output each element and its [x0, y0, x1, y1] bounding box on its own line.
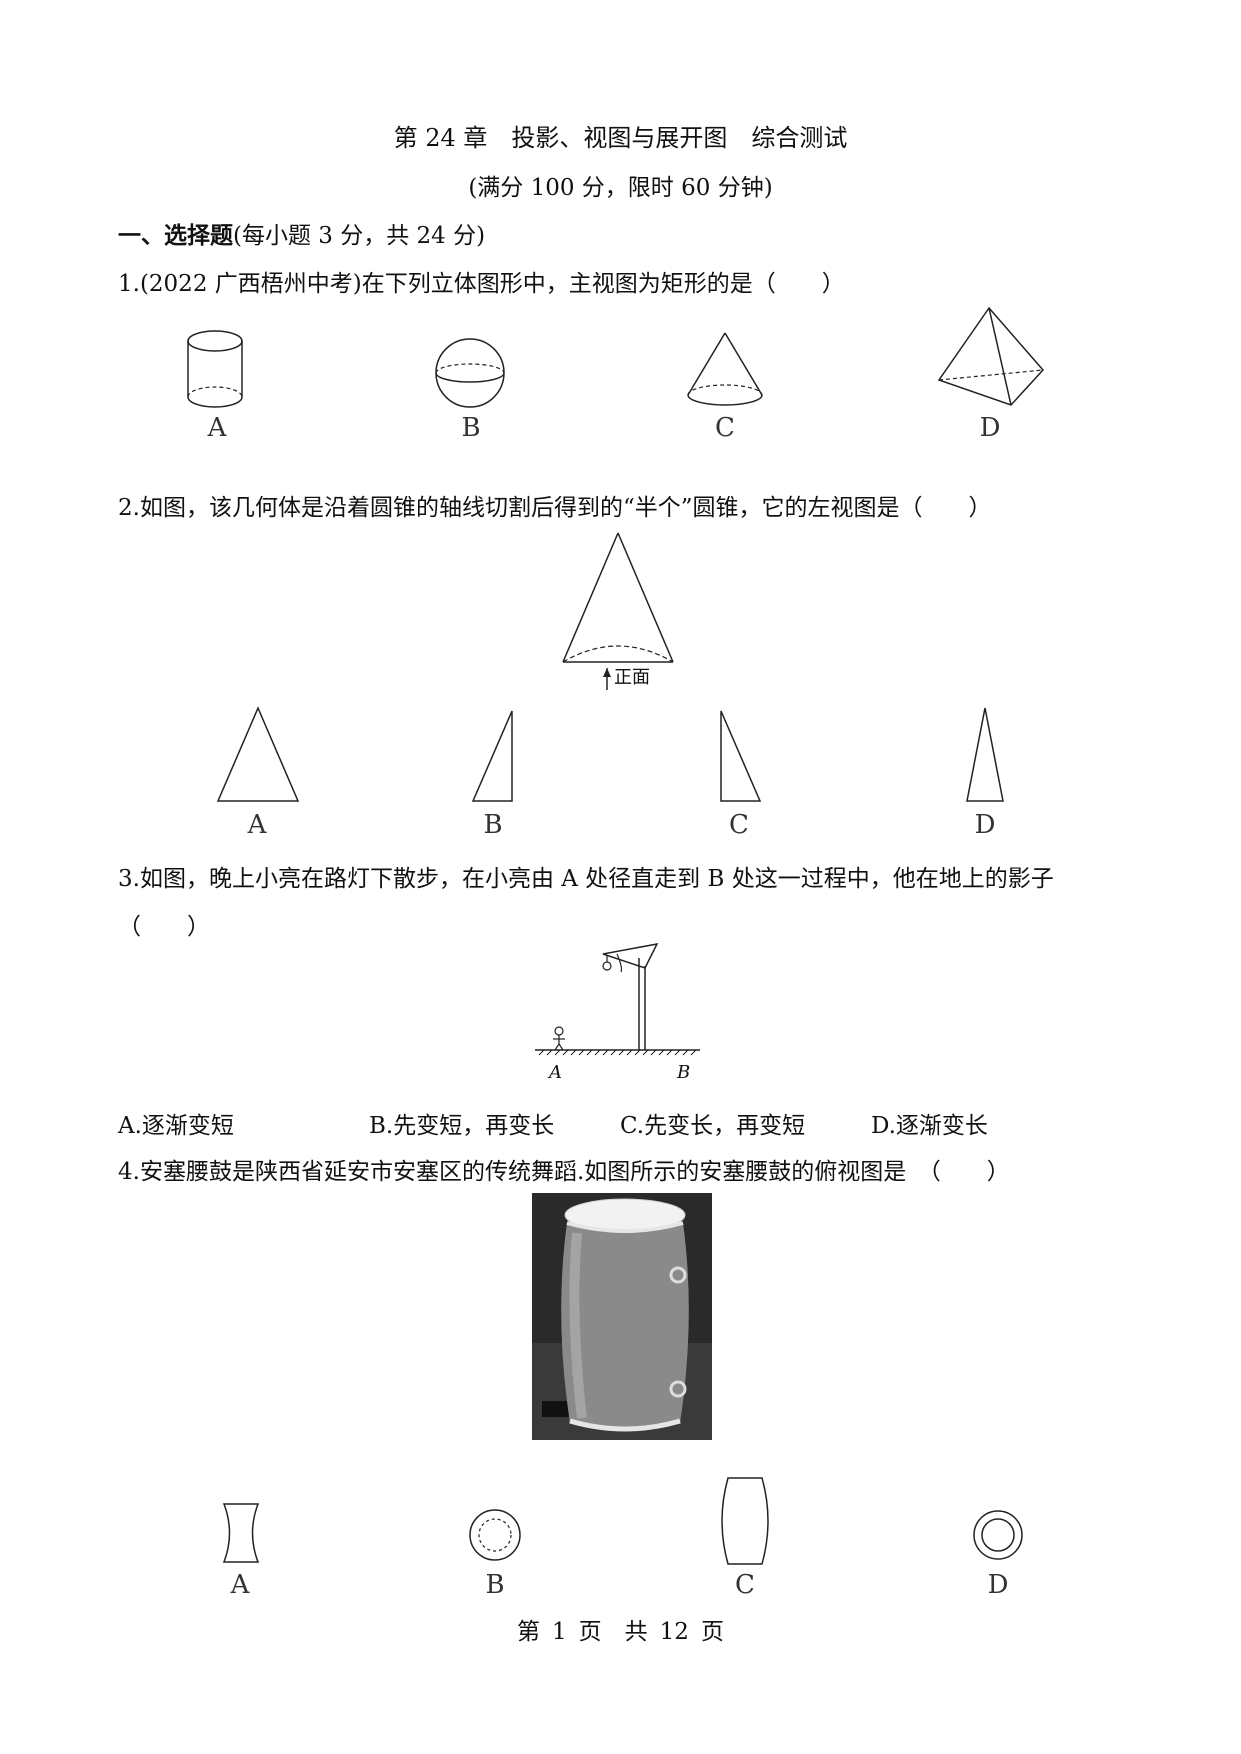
q1-figure-pyramid — [937, 306, 1045, 406]
q2-option-c: C — [729, 810, 749, 840]
q3-choice-a: A.逐渐变短 — [118, 1113, 234, 1139]
footer-suffix: 页 — [700, 1619, 724, 1645]
q4-option-b-shape — [469, 1509, 521, 1561]
q3-point-b: B — [677, 1062, 691, 1083]
q2-option-d: D — [974, 810, 996, 840]
footer-prefix: 第 — [517, 1619, 541, 1645]
q4-option-d: D — [987, 1570, 1009, 1600]
section-title: 一、选择题 — [118, 223, 233, 249]
q4-option-c-shape — [721, 1477, 769, 1565]
q2-option-c-shape — [720, 710, 762, 802]
q2-option-b: B — [483, 810, 503, 840]
q4-option-d-shape — [973, 1510, 1023, 1560]
page-subtitle: (满分 100 分，限时 60 分钟) — [468, 175, 773, 201]
question-3-text: 3.如图，晚上小亮在路灯下散步，在小亮由 A 处径直走到 B 处这一过程中，他在… — [118, 866, 1054, 892]
q3-choice-d: D.逐渐变长 — [871, 1113, 988, 1139]
q1-option-d: D — [979, 413, 1001, 443]
q3-street-lamp-figure — [535, 942, 700, 1056]
q1-figure-sphere — [435, 338, 505, 408]
q2-half-cone-figure — [562, 532, 674, 690]
footer-page-number: 1 — [552, 1619, 567, 1645]
section-heading: 一、选择题(每小题 3 分，共 24 分) — [118, 216, 485, 250]
q1-option-b: B — [461, 413, 481, 443]
section-note: (每小题 3 分，共 24 分) — [233, 223, 486, 249]
waist-drum-photo — [532, 1193, 712, 1440]
q1-figure-cone — [687, 332, 763, 406]
q2-option-b-shape — [471, 710, 513, 802]
q2-option-a: A — [247, 810, 267, 840]
q2-front-label: 正面 — [614, 667, 650, 688]
footer-total-pages: 12 — [659, 1619, 689, 1645]
question-3-answer-bracket: （ ） — [118, 914, 210, 940]
q1-option-c: C — [715, 413, 735, 443]
q2-option-a-shape — [216, 706, 300, 802]
question-1-text: 1.(2022 广西梧州中考)在下列立体图形中，主视图为矩形的是（ ） — [118, 271, 845, 297]
q1-figure-cylinder — [187, 330, 243, 408]
q3-choice-c: C.先变长，再变短 — [620, 1113, 806, 1139]
question-4-text: 4.安塞腰鼓是陕西省延安市安塞区的传统舞蹈.如图所示的安塞腰鼓的俯视图是 （ ） — [118, 1159, 1010, 1185]
q4-option-c: C — [735, 1570, 755, 1600]
q4-option-a: A — [230, 1570, 250, 1600]
q3-choice-b: B.先变短，再变长 — [369, 1113, 555, 1139]
question-2-text: 2.如图，该几何体是沿着圆锥的轴线切割后得到的“半个”圆锥，它的左视图是（ ） — [118, 495, 992, 521]
page-title: 第 24 章 投影、视图与展开图 综合测试 — [393, 124, 848, 152]
footer-middle: 页 共 — [578, 1619, 648, 1645]
q2-option-d-shape — [966, 707, 1004, 802]
q4-option-a-shape — [222, 1503, 260, 1563]
q3-point-a: A — [549, 1062, 562, 1083]
q4-option-b: B — [485, 1570, 505, 1600]
q1-option-a: A — [207, 413, 227, 443]
